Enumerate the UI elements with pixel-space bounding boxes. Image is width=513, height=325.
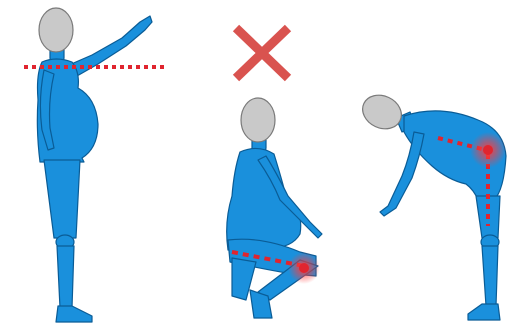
shin: [482, 246, 498, 306]
foot: [468, 304, 500, 320]
standing-head: [39, 8, 73, 52]
lower-back-strain-point: [483, 145, 493, 155]
standing-figure: [37, 16, 152, 322]
squatting-figure: [227, 136, 322, 318]
bending-head: [357, 89, 407, 135]
red-x-icon: [236, 28, 288, 78]
foot: [56, 306, 92, 322]
thigh: [44, 160, 80, 238]
knee-strain-point: [299, 263, 309, 273]
squatting-head: [241, 98, 275, 142]
shin: [57, 246, 74, 308]
hanging-arm: [380, 132, 424, 216]
